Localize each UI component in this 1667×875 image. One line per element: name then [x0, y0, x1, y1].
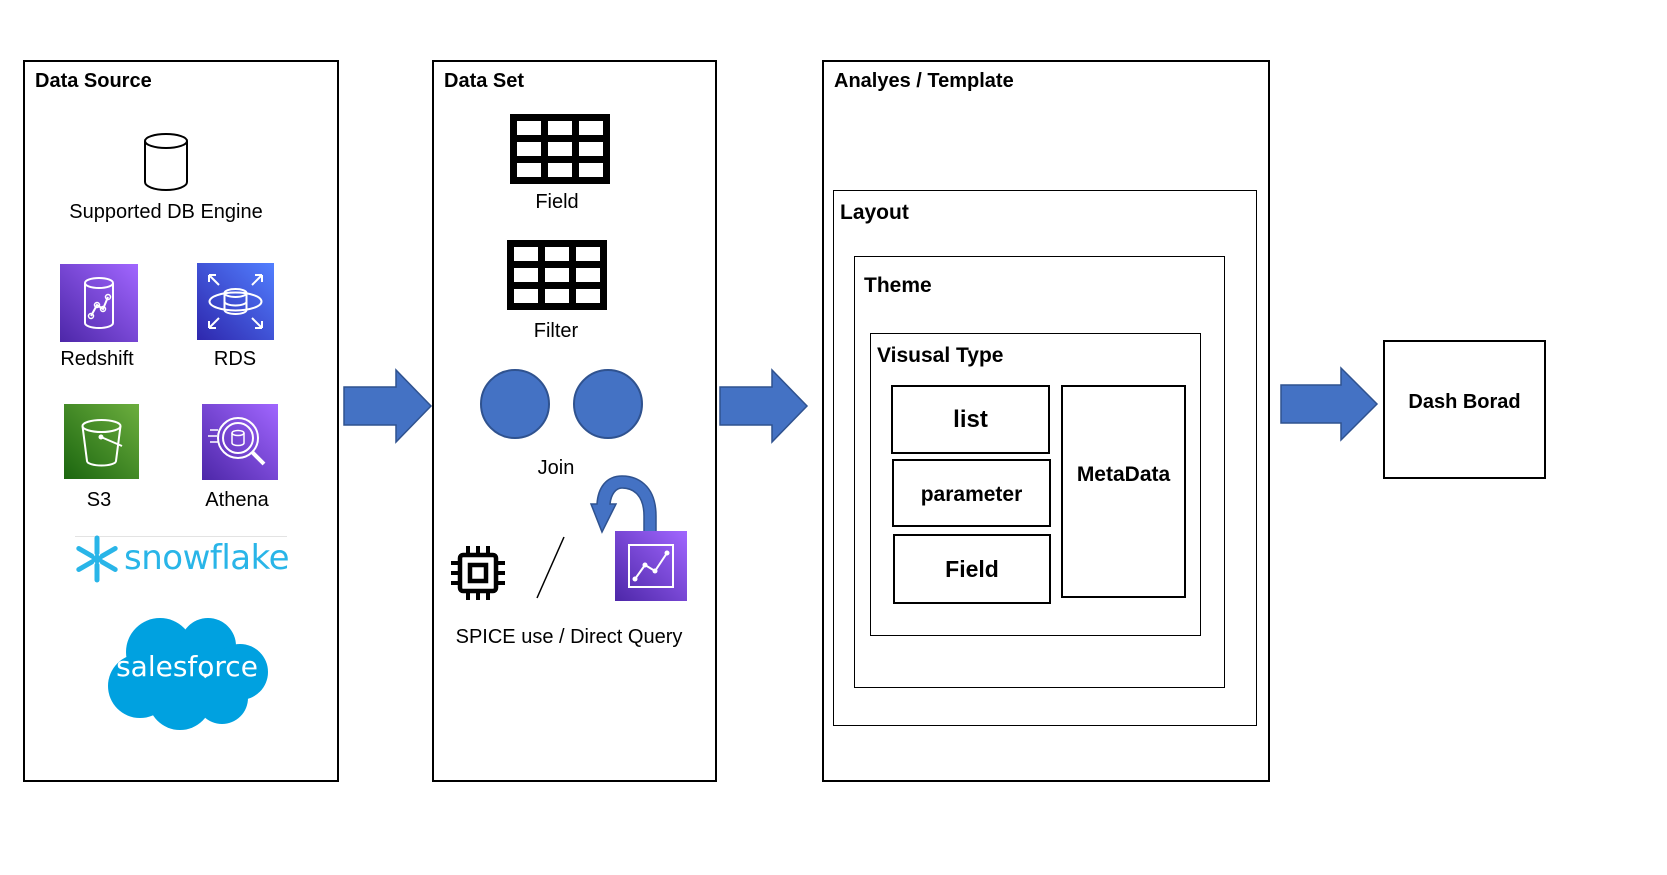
flow-arrow-2 [719, 368, 809, 444]
analyses-template-title: Analyes / Template [834, 70, 1014, 92]
snowflake-logo-icon [76, 535, 118, 583]
rds-label: RDS [213, 348, 257, 370]
rds-icon [197, 263, 274, 340]
flow-arrow-1 [343, 368, 433, 444]
field-label: Field [535, 191, 579, 213]
layout-title: Layout [840, 201, 909, 224]
visual-type-title: Visusal Type [877, 344, 1004, 367]
data-source-title: Data Source [35, 70, 152, 92]
data-set-title: Data Set [444, 70, 525, 92]
direct-query-icon [615, 531, 687, 601]
join-label: Join [537, 457, 575, 479]
salesforce-cloud-icon [108, 618, 268, 730]
query-mode-label: SPICE use / Direct Query [455, 626, 683, 648]
redshift-icon [60, 264, 138, 342]
filter-label: Filter [533, 320, 579, 342]
field-table-icon [510, 114, 610, 184]
curved-switch-arrow-icon [589, 475, 657, 535]
snowflake-separator [75, 536, 287, 537]
athena-label: Athena [205, 489, 269, 511]
s3-bucket-icon [64, 404, 139, 479]
slash-divider [536, 536, 565, 599]
salesforce-wordmark: salesforce [116, 650, 258, 683]
snowflake-wordmark: snowflake [124, 538, 290, 578]
db-engine-label: Supported DB Engine [69, 201, 263, 223]
visual-item-list: list [891, 385, 1050, 454]
athena-icon [202, 404, 278, 480]
spice-chip-icon [451, 546, 505, 600]
join-circles-icon [480, 369, 643, 439]
filter-table-icon [507, 240, 607, 310]
metadata-box: MetaData [1061, 385, 1186, 598]
visual-item-field: Field [893, 534, 1051, 604]
database-icon [144, 133, 188, 191]
s3-label: S3 [86, 489, 112, 511]
dashboard-title: Dash Borad [1408, 391, 1521, 413]
redshift-label: Redshift [60, 348, 134, 370]
theme-title: Theme [864, 274, 932, 297]
visual-item-parameter: parameter [892, 459, 1051, 527]
dashboard-box: Dash Borad [1383, 340, 1546, 479]
flow-arrow-3 [1280, 366, 1379, 442]
